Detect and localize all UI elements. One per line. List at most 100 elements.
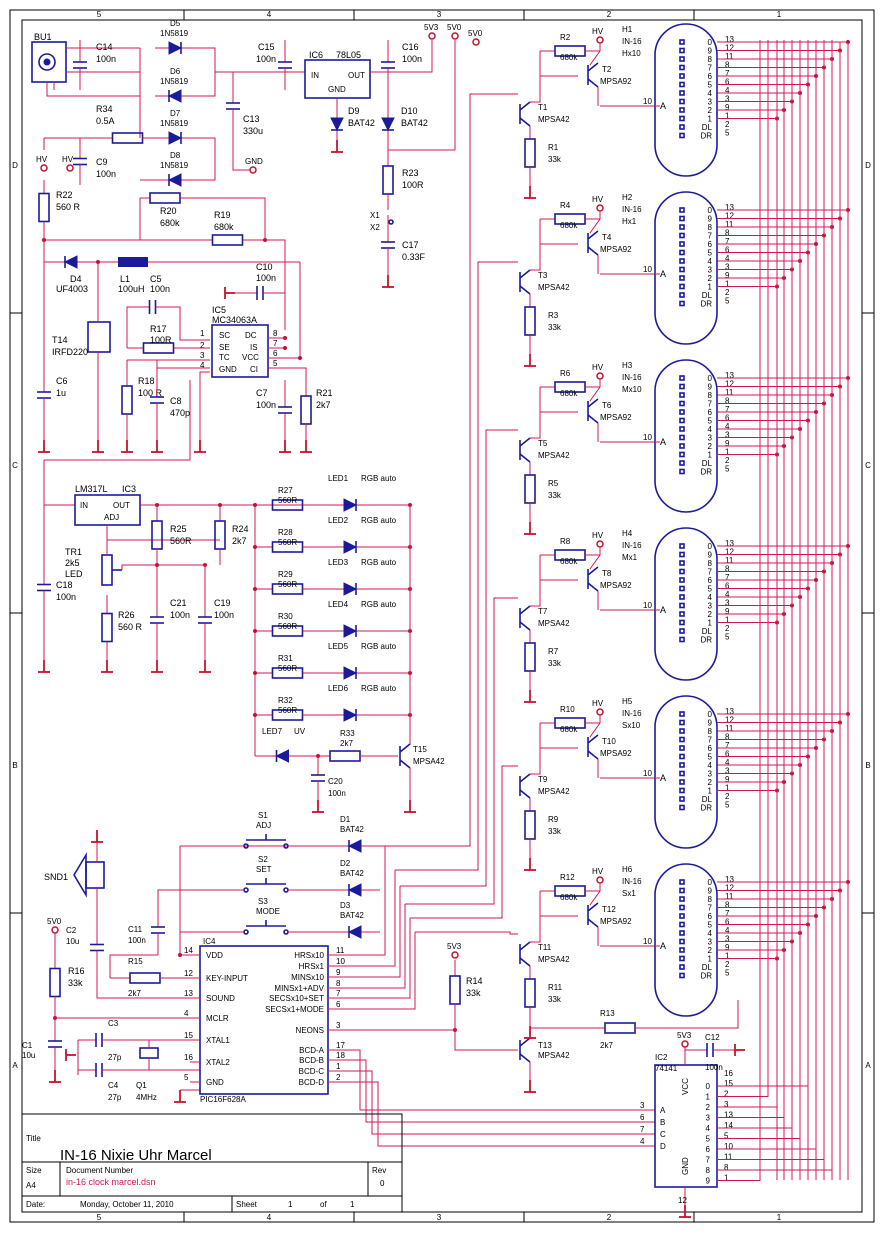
- tube-3-pin-name: 0: [708, 374, 713, 383]
- junction-dot: [253, 629, 257, 633]
- r20: [149, 192, 181, 204]
- tube-5-npn-emitter: [519, 789, 531, 799]
- r14-value: 33k: [466, 988, 481, 998]
- ic4-type: PIC16F628A: [200, 1095, 246, 1104]
- switch-3-label: S3: [258, 897, 268, 906]
- tube-1-tp-label: T2: [602, 65, 612, 74]
- ic2-out-name: 3: [706, 1114, 711, 1123]
- l1-inductor: [118, 257, 148, 267]
- tube-6-pin-num: 1: [725, 952, 730, 961]
- r33-value: 2k7: [340, 739, 353, 748]
- tube-5-cathode-7: [679, 770, 685, 777]
- tube-6-pin-name: 2: [708, 946, 713, 955]
- ic4-left-pin-name: GND: [206, 1078, 224, 1087]
- tube-2-cathode-10: [679, 292, 685, 298]
- ic4-left-pin-name: XTAL1: [206, 1036, 230, 1045]
- c4-label: C4: [108, 1081, 119, 1090]
- tube-2-pin-num: 13: [725, 203, 734, 212]
- ic5-pinnum-7: 7: [273, 339, 278, 348]
- tube-5-type: IN-16: [622, 709, 642, 718]
- v50-out-terminal: [472, 38, 480, 46]
- tube-1-rt-value: 680k: [560, 53, 578, 62]
- hv-terminal-left-label: HV: [36, 155, 48, 164]
- switch-3-contact-b: [283, 929, 289, 935]
- tube-3-npn-emitter: [519, 453, 531, 463]
- tube-1-pin-name: 7: [708, 64, 713, 73]
- switch-diode-1-type: BAT42: [340, 825, 364, 834]
- tube-5-envelope: [654, 695, 718, 849]
- junction-dot: [253, 503, 257, 507]
- tube-4-tp-type: MPSA92: [600, 581, 632, 590]
- tube-3-pin-name: 1: [708, 451, 713, 460]
- wire: [530, 580, 541, 607]
- ic6-label: IC6: [309, 50, 323, 60]
- col-label-top: 3: [437, 10, 442, 19]
- ic2-input-pin: 4: [640, 1137, 645, 1146]
- tube-4-pin-name: 3: [708, 602, 713, 611]
- tube-4-rt-label: R8: [560, 537, 571, 546]
- tube-4-cathode-0: [679, 543, 685, 549]
- tube-2-tp-type: MPSA92: [600, 245, 632, 254]
- ic5-label: IC5: [212, 305, 226, 315]
- ic4-right-pin-name: NEONS: [296, 1026, 324, 1035]
- tube-2-anode-pin: 10: [643, 265, 652, 274]
- r15: [129, 972, 161, 984]
- ic4-right-pin-num: 8: [336, 979, 341, 988]
- row-label-left: A: [12, 1061, 18, 1070]
- tube-4-cathode-7: [679, 602, 685, 609]
- tube-6-cathode-0: [679, 879, 685, 885]
- tube-4-cathode-6: [679, 594, 685, 600]
- tube-3-tp-label: T6: [602, 401, 612, 410]
- tube-6-rb-label: R11: [548, 983, 563, 992]
- t13-transistor-collector: [519, 1037, 531, 1047]
- led-row-label: LED6: [328, 684, 349, 693]
- tube-4-pin-num: 1: [725, 616, 730, 625]
- tube-6-name: Sx1: [622, 889, 636, 898]
- tube-4-cathode-9: [679, 619, 685, 626]
- d6-type: 1N5819: [160, 77, 189, 86]
- ic4-right-pin-name: HRSx10: [294, 951, 324, 960]
- tube-3-pin-num: 9: [725, 439, 730, 448]
- tube-4-pin-name: 4: [708, 593, 713, 602]
- tube-3-cathode-6: [679, 426, 685, 432]
- tube-2-pin-name: 4: [708, 257, 713, 266]
- tube-5-cathode-6: [679, 762, 685, 768]
- tube-6-pin-name: 9: [708, 887, 713, 896]
- tube-2-type: IN-16: [622, 205, 642, 214]
- led-row-r-label: R29: [278, 570, 293, 579]
- t14-type: IRFD220: [52, 347, 88, 357]
- r13: [604, 1022, 636, 1034]
- switch-2-label: S2: [258, 855, 268, 864]
- tube-select-wire-6: [415, 931, 518, 935]
- tube-1-pin-num: 4: [725, 86, 730, 95]
- tube-5-pin-num: 8: [725, 733, 730, 742]
- col-label-bottom: 3: [437, 1213, 442, 1222]
- c19-value: 100n: [214, 610, 234, 620]
- tube-2-cathode-7: [679, 266, 685, 273]
- tube-2-cathode-4: [679, 241, 685, 247]
- rev-value: 0: [380, 1179, 385, 1188]
- r15-value: 2k7: [128, 989, 141, 998]
- tube-6-pin-num: 8: [725, 901, 730, 910]
- tube-2-cathode-11: [679, 300, 685, 307]
- wire: [350, 904, 406, 989]
- tube-2-cathode-0: [679, 207, 685, 213]
- tube-5-pin-num: 2: [725, 792, 730, 801]
- c5-label: C5: [150, 274, 162, 284]
- wire: [44, 380, 191, 461]
- tr1-trimmer: [101, 554, 113, 586]
- diode-d8: [167, 173, 182, 187]
- tube-3-cathode-10: [679, 460, 685, 466]
- ic2-out-pin: 10: [724, 1142, 733, 1151]
- tube-4-pin-num: 11: [725, 556, 734, 565]
- ic4-right-pin-name: SECSx10+SET: [269, 994, 324, 1003]
- bu1-jack-pin: [43, 58, 51, 66]
- tube-4-cathode-8: [679, 611, 685, 617]
- tube-select-wire-1: [385, 93, 518, 847]
- tube-5-anode: A: [660, 773, 666, 783]
- c6-value: 1u: [56, 388, 66, 398]
- ic5-pin-ci: CI: [250, 365, 258, 374]
- tube-6-pin-num: 4: [725, 926, 730, 935]
- tube-4-tn-label: T7: [538, 607, 548, 616]
- wire: [170, 306, 210, 341]
